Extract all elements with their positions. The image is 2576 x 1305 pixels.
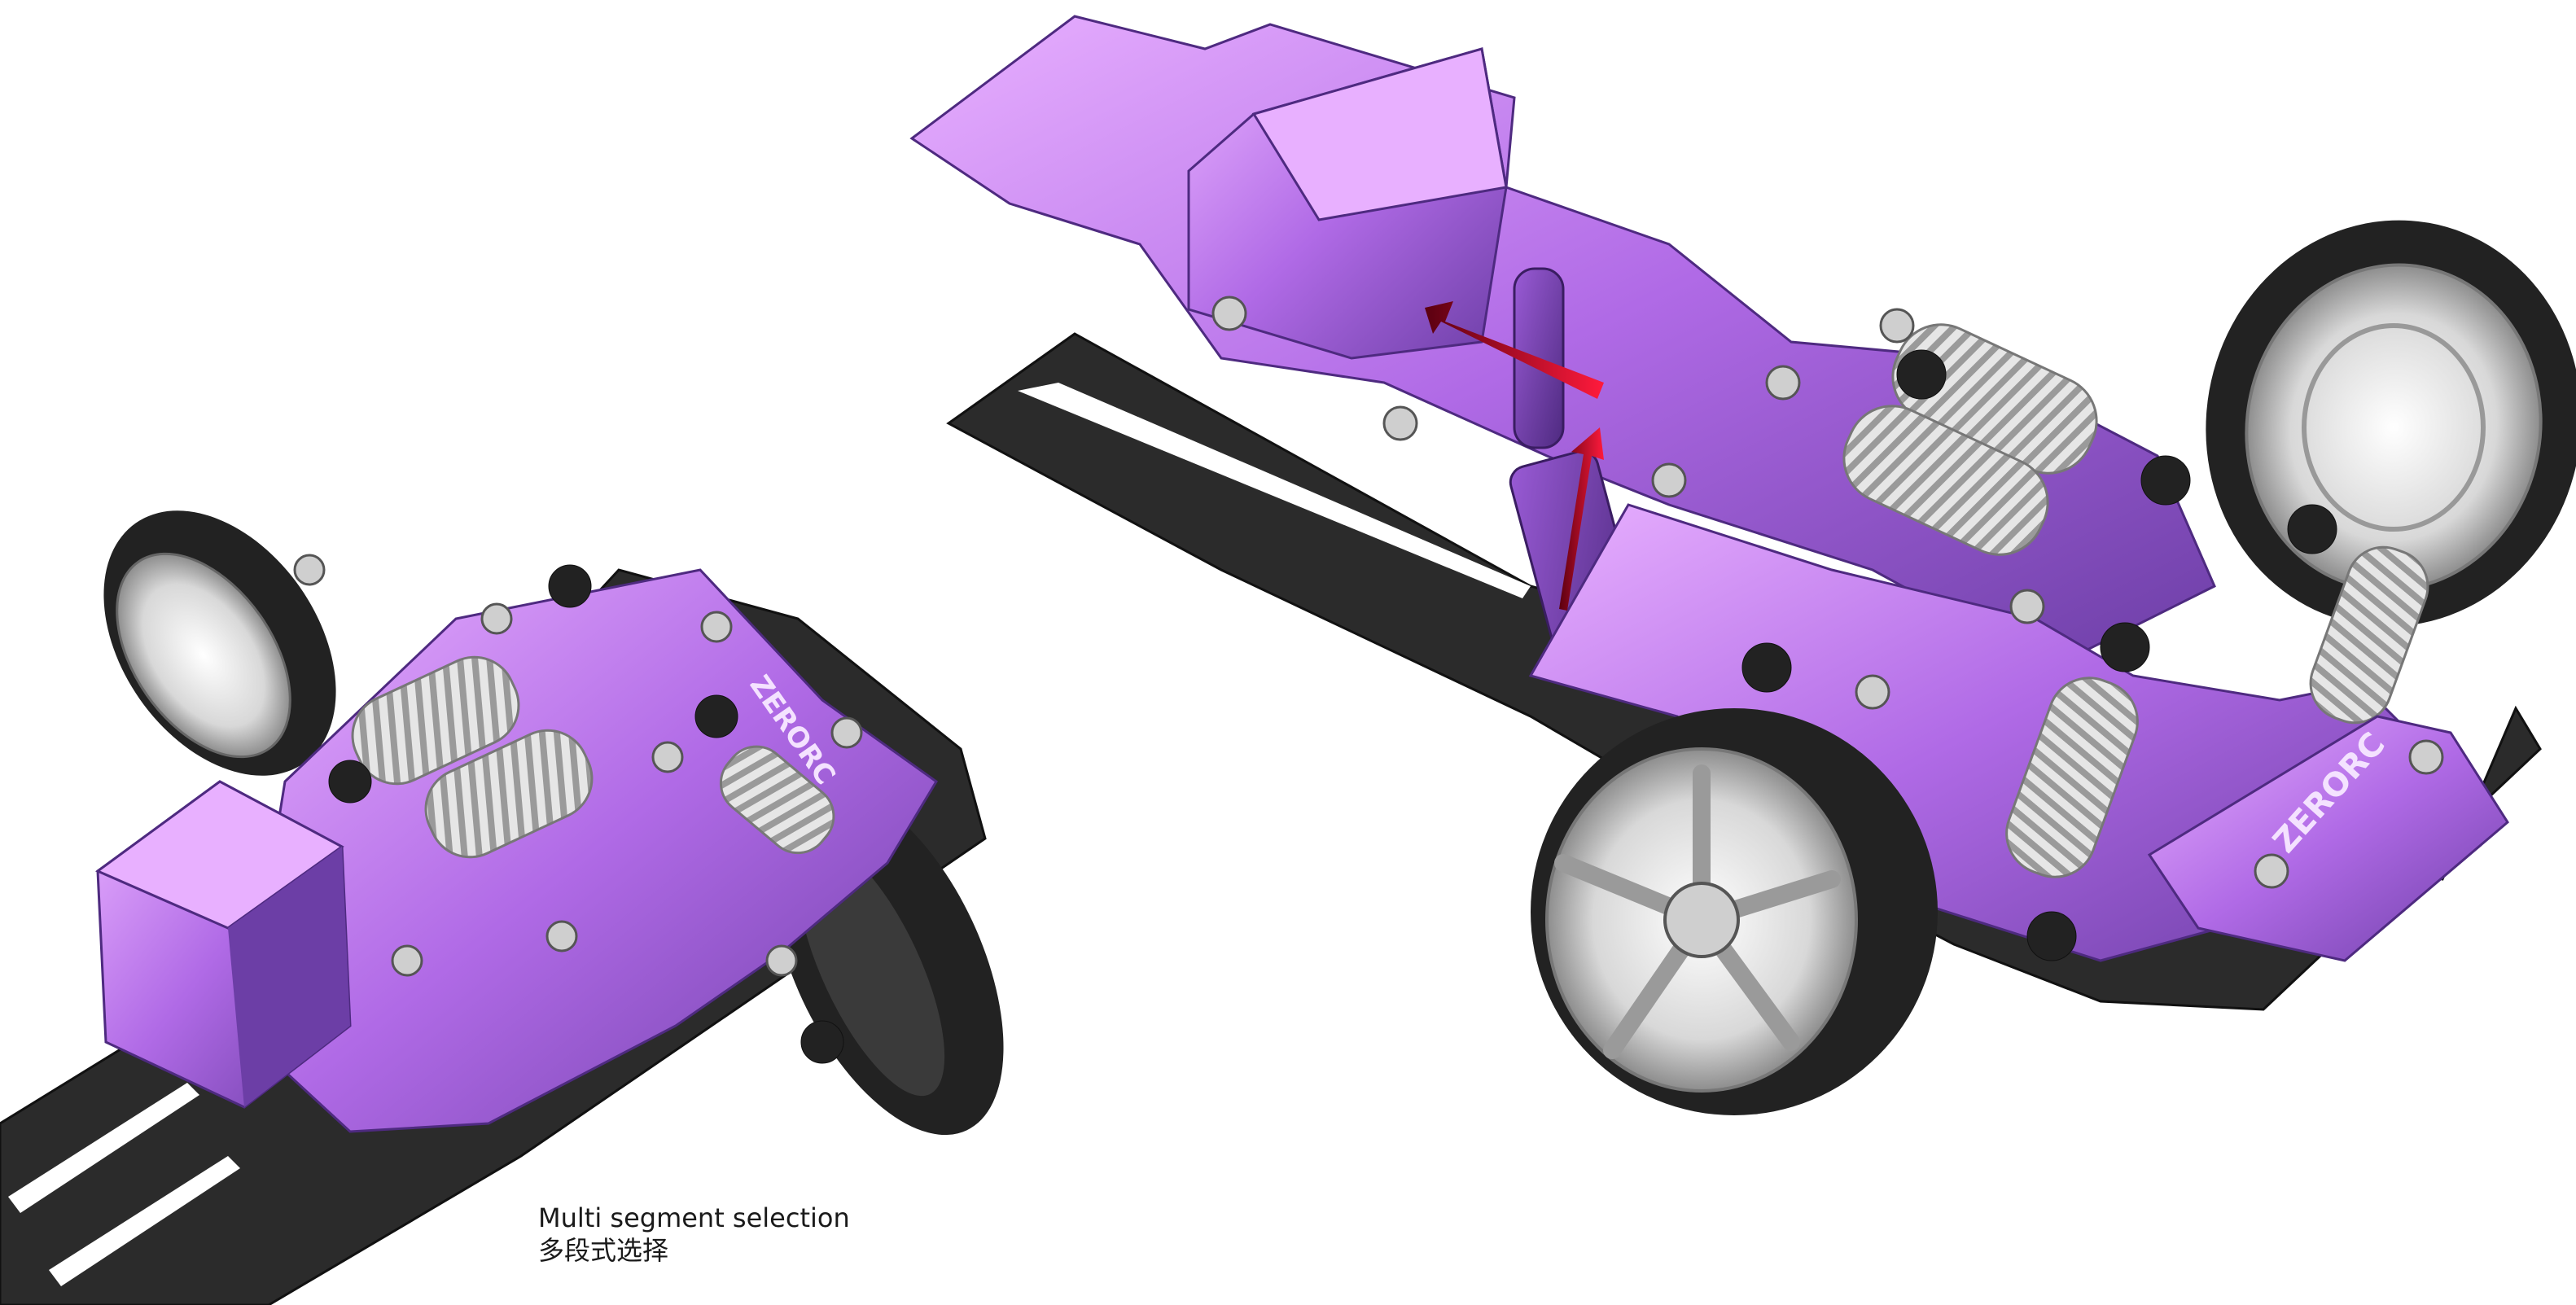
caption: Multi segment selection 多段式选择: [538, 1202, 850, 1267]
main-chassis-view: ZERORC: [909, 15, 2576, 1115]
closeup-ball-links: [328, 564, 844, 1064]
main-plate-slot: [1018, 383, 1531, 598]
main-front-bumper: [2147, 715, 2509, 962]
caption-english: Multi segment selection: [538, 1202, 850, 1233]
closeup-view: ZERORC: [0, 510, 1004, 1305]
arrow-horizontal-icon: [1425, 301, 1604, 399]
closeup-servo-block: [95, 780, 352, 1109]
closeup-shock-springs: [351, 655, 835, 859]
main-ball-links: [1741, 349, 2337, 961]
main-shock-springs: [1842, 323, 2429, 878]
arrow-vertical-icon: [1559, 427, 1604, 611]
main-wheel-front: [1531, 708, 1938, 1115]
closeup-bolts: [293, 554, 863, 977]
closeup-plate-slots: [8, 1083, 240, 1286]
main-bolts: [1211, 296, 2444, 889]
adjustment-arrows: [1425, 301, 1604, 611]
closeup-wheel-upper: [103, 510, 336, 776]
caption-chinese: 多段式选择: [538, 1235, 669, 1266]
